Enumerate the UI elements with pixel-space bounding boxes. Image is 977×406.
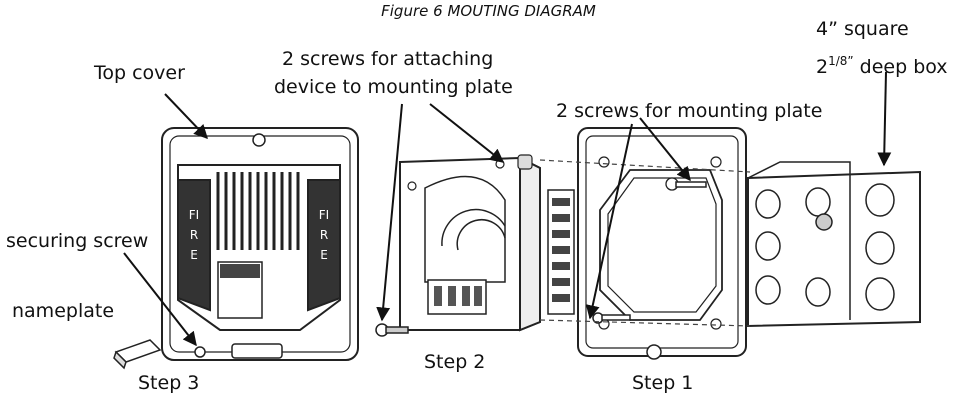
fire-label-left: FIRE — [188, 208, 200, 262]
nameplate-part — [113, 339, 162, 370]
label-screws-plate: 2 screws for mounting plate — [556, 100, 823, 122]
label-box-line2: 21/8” deep box — [816, 54, 948, 78]
step2-device — [399, 154, 541, 332]
label-step3: Step 3 — [138, 372, 200, 394]
dashed-alignment-lines — [539, 159, 751, 327]
leader-arrows — [123, 71, 892, 347]
square-box — [747, 161, 921, 328]
fire-label-right: FIRE — [318, 208, 330, 262]
label-step2: Step 2 — [424, 351, 486, 373]
label-securing-screw: securing screw — [6, 230, 149, 252]
screw-left — [375, 323, 409, 337]
label-top-cover: Top cover — [94, 62, 185, 84]
figure-title: Figure 6 MOUTING DIAGRAM — [381, 2, 596, 20]
label-step1: Step 1 — [632, 372, 694, 394]
mounting-plate — [577, 127, 747, 360]
label-screws-attach-line2: device to mounting plate — [274, 76, 513, 98]
label-box-line1: 4” square — [816, 18, 909, 40]
terminal-block — [547, 189, 575, 315]
top-cover-device — [161, 127, 359, 361]
label-nameplate: nameplate — [12, 300, 115, 322]
label-screws-attach-line1: 2 screws for attaching — [282, 48, 494, 70]
